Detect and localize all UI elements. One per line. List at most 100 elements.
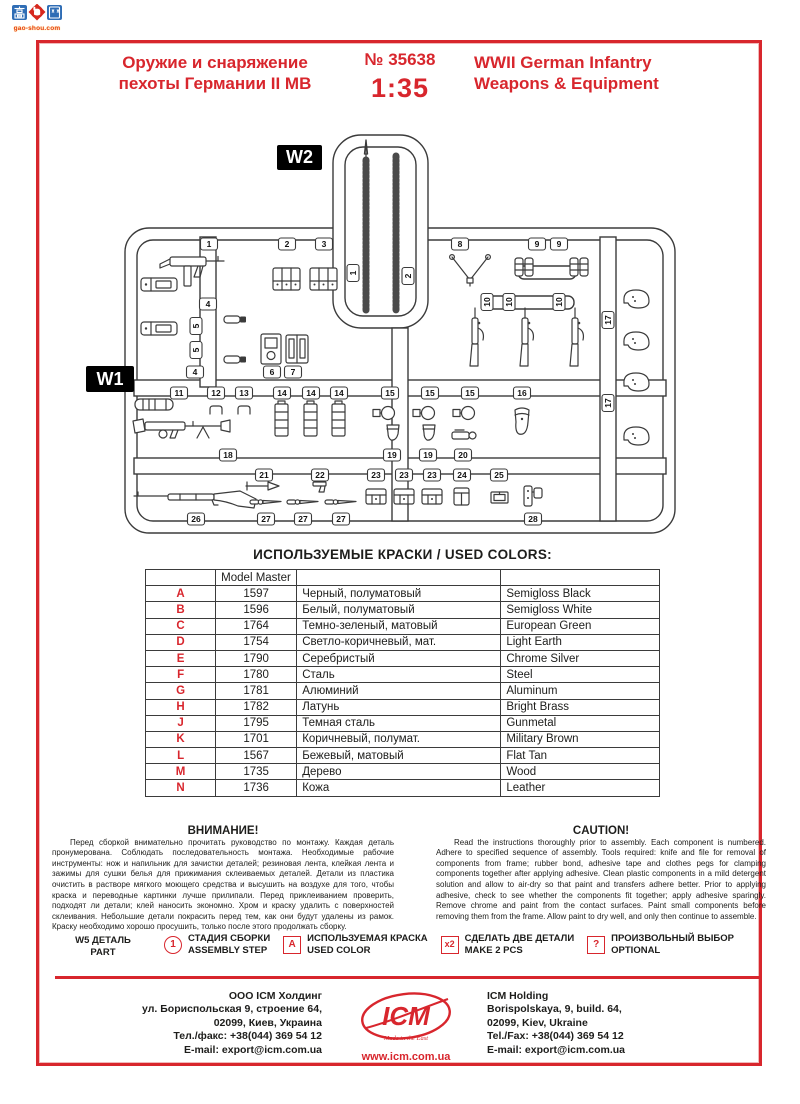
legend-step: 1 СТАДИЯ СБОРКИ ASSEMBLY STEP — [164, 933, 270, 956]
part-number-tag: 14 — [272, 386, 292, 400]
watermark-logo: gao-shou.com — [7, 3, 67, 32]
sprue-part-helmet — [623, 426, 650, 446]
sprue-part-pistol — [312, 481, 327, 493]
svg-text:23: 23 — [427, 470, 437, 480]
legend-step-ru: СТАДИЯ СБОРКИ — [188, 933, 271, 944]
kit-scale: 1:35 — [370, 73, 430, 103]
icm-website: www.icm.com.ua — [361, 1051, 451, 1063]
part-number-tag: 19 — [418, 448, 438, 462]
svg-text:14: 14 — [277, 388, 287, 398]
sprue-part-box7 — [285, 334, 309, 364]
sprue-part-bayonet — [286, 499, 319, 505]
svg-text:21: 21 — [259, 470, 269, 480]
part-number-tag: 19 — [382, 448, 402, 462]
sprue-part-holster19 — [386, 424, 400, 441]
sprue-part-bipod — [448, 253, 491, 287]
part-number-tag: 5 — [189, 340, 203, 360]
legend-optional: ? ПРОИЗВОЛЬНЫЙ ВЫБОР OPTIONAL — [587, 933, 734, 956]
part-number-tag: 10 — [480, 292, 494, 312]
svg-text:14: 14 — [306, 388, 316, 398]
svg-text:23: 23 — [371, 470, 381, 480]
icm-logo: ICM Made in the East www.icm.com.ua — [358, 990, 454, 1063]
sprue-part-vrifle — [569, 307, 585, 367]
svg-text:4: 4 — [193, 367, 198, 377]
sprue-part-caps — [223, 355, 246, 364]
legend-part-en: PART — [90, 946, 116, 958]
part-number-tag: 3 — [314, 237, 334, 251]
title-russian: Оружие и снаряжение пехоты Германии II М… — [86, 52, 344, 94]
svg-text:10: 10 — [554, 297, 564, 307]
svg-text:8: 8 — [458, 239, 463, 249]
sprue-part-mask — [523, 485, 543, 507]
sprue-part-holster19 — [422, 424, 436, 441]
footer-divider — [55, 976, 761, 979]
sprue-part-buckle — [490, 491, 509, 504]
legend-color-en: USED COLOR — [307, 944, 371, 956]
footer-line: Borispolskaya, 9, build. 64, — [487, 1003, 622, 1016]
sprue-part-pouch — [309, 267, 338, 291]
sprue-part-caps — [223, 315, 246, 324]
legend-part-ru: W5 ДЕТАЛЬ — [75, 935, 131, 946]
sprue-parts — [132, 139, 650, 509]
legend-color: A ИСПОЛЬЗУЕМАЯ КРАСКА USED COLOR — [283, 933, 428, 956]
assembly-step-icon: 1 — [164, 935, 182, 954]
svg-text:5: 5 — [191, 323, 201, 328]
sprue-part-helmet — [623, 289, 650, 309]
used-color-icon: A — [283, 935, 302, 954]
svg-text:24: 24 — [457, 470, 467, 480]
part-number-tag: 9 — [527, 237, 547, 251]
svg-text:ICM: ICM — [382, 1001, 431, 1031]
part-number-tag: 24 — [452, 468, 472, 482]
svg-text:6: 6 — [270, 367, 275, 377]
sprue-part-helmet — [623, 331, 650, 351]
footer-line: ул. Бориспольская 9, строение 64, — [142, 1003, 322, 1016]
svg-text:17: 17 — [603, 315, 613, 325]
part-number-tag: 14 — [329, 386, 349, 400]
part-number-tag: 4 — [185, 365, 205, 379]
legend-color-ru: ИСПОЛЬЗУЕМАЯ КРАСКА — [307, 933, 428, 944]
sprue-part-box6 — [260, 333, 282, 365]
svg-text:9: 9 — [557, 239, 562, 249]
svg-text:27: 27 — [298, 514, 308, 524]
svg-text:7: 7 — [291, 367, 296, 377]
warning-russian-title: ВНИМАНИЕ! — [187, 825, 259, 837]
footer-line: 02099, Киев, Украина — [213, 1016, 322, 1029]
part-number-tag: 13 — [234, 386, 254, 400]
sprue-part-pouch — [272, 267, 301, 291]
sprue-part-bayonet — [324, 499, 357, 505]
svg-text:W1: W1 — [97, 369, 124, 389]
colors-header-row: Model Master — [144, 568, 660, 587]
sprue-part-bayonet — [249, 499, 282, 505]
legend-part: W5 ДЕТАЛЬ PART — [55, 933, 151, 958]
title-english-line2: Weapons & Equipment — [474, 74, 659, 93]
svg-text:9: 9 — [535, 239, 540, 249]
title-russian-line1: Оружие и снаряжение — [122, 53, 308, 72]
sprue-part-smg — [159, 255, 225, 287]
part-number-tag: 20 — [453, 448, 473, 462]
sprue-part-grenade — [412, 405, 436, 421]
svg-text:13: 13 — [239, 388, 249, 398]
title-english-line1: WWII German Infantry — [474, 53, 652, 72]
warning-english: CAUTION! Read the instructions thoroughl… — [436, 825, 766, 922]
svg-text:15: 15 — [465, 388, 475, 398]
sprue-part-mg34 — [132, 418, 231, 439]
sprue-part-belt_tip — [362, 139, 370, 314]
sprue-part-holster16 — [514, 407, 530, 435]
part-number-tag: 14 — [301, 386, 321, 400]
part-number-tag: 25 — [489, 468, 509, 482]
sprue-label-w2: W2 — [277, 145, 322, 170]
warning-english-text: Read the instructions thoroughly prior t… — [436, 837, 766, 921]
sprue-label-w1: W1 — [86, 366, 134, 392]
part-number-tag: 8 — [450, 237, 470, 251]
sprue-part-holster4 — [140, 321, 178, 336]
legend-qty: x2 СДЕЛАТЬ ДВЕ ДЕТАЛИ MAKE 2 PCS — [440, 933, 574, 956]
svg-text:25: 25 — [494, 470, 504, 480]
